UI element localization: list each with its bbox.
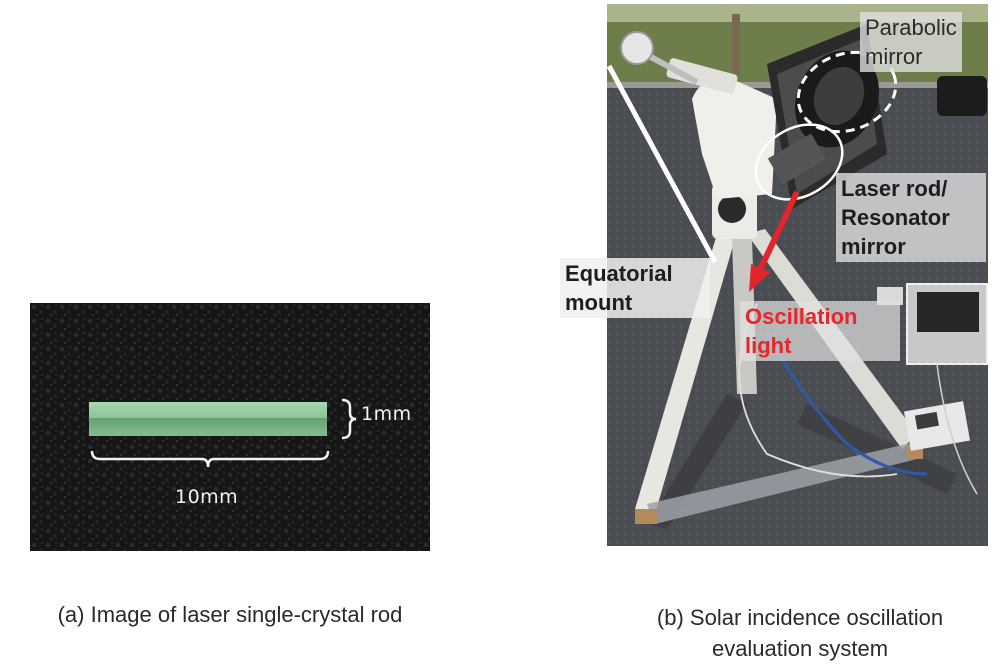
callout-parabolic-mirror: Parabolic mirror [860, 12, 962, 72]
caption-line: (b) Solar incidence oscillation [656, 605, 944, 630]
caption-panel-b: (b) Solar incidence oscillation evaluati… [600, 602, 1000, 664]
callout-line: Resonator [841, 205, 950, 230]
laser-rod-photo: 1mm 10mm [30, 303, 430, 551]
mount-pointer-line [607, 64, 718, 264]
rod-highlight-circle [754, 123, 844, 201]
callout-line: Laser rod/ [841, 176, 948, 201]
length-bracket [90, 450, 330, 468]
dimension-length-label: 10mm [175, 486, 239, 508]
callout-line: Oscillation [745, 304, 858, 329]
caption-line: evaluation system [711, 636, 889, 661]
callout-line: light [745, 333, 792, 358]
callout-line: Parabolic [865, 15, 957, 40]
callout-line: Equatorial [565, 261, 673, 286]
callout-line: mount [565, 290, 633, 315]
mirror-highlight-circle [796, 50, 898, 134]
tripod-leg-left [635, 232, 737, 514]
oscillation-arrow [756, 190, 800, 274]
callout-line: mirror [865, 44, 923, 69]
callout-line: mirror [841, 234, 906, 259]
callout-laser-rod: Laser rod/ Resonator mirror [836, 173, 986, 262]
bag [937, 76, 987, 116]
counterweight [620, 31, 654, 65]
height-bracket [341, 398, 357, 440]
callout-equatorial-mount: Equatorial mount [560, 258, 710, 318]
foam-background [30, 303, 430, 551]
caption-panel-a: (a) Image of laser single-crystal rod [57, 602, 403, 627]
dimension-height-label: 1mm [361, 403, 412, 425]
callout-oscillation-light: Oscillation light [740, 301, 900, 361]
